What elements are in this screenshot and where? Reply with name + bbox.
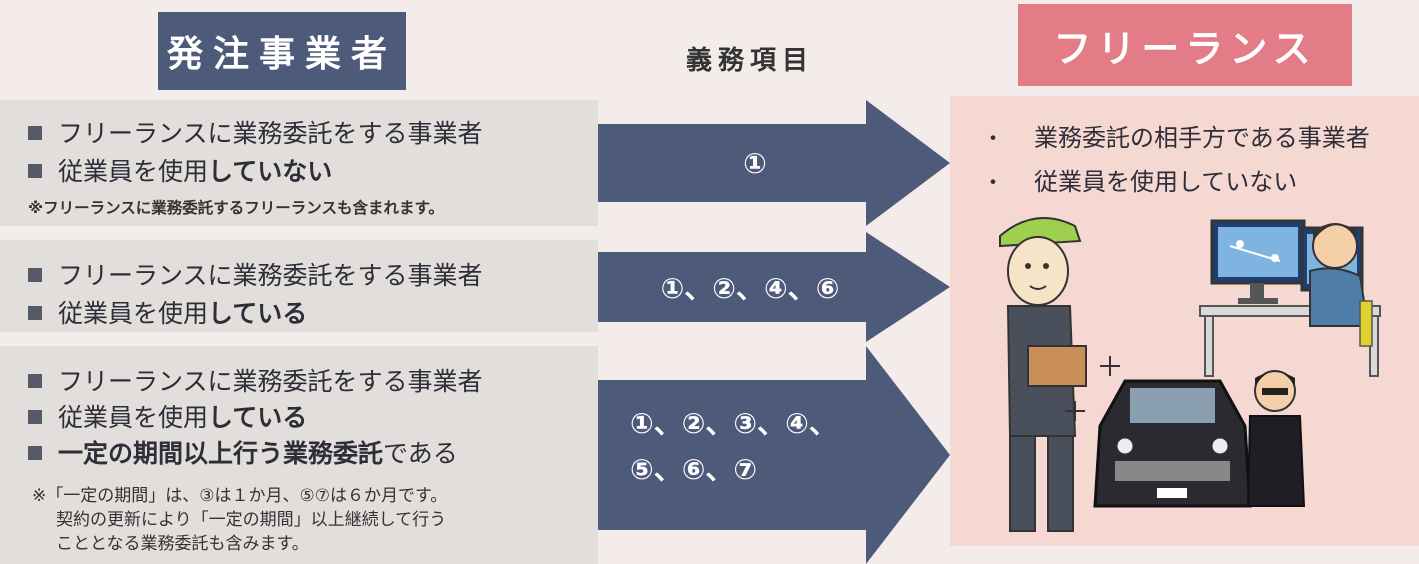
ordering-party-header: 発注事業者 bbox=[158, 12, 406, 90]
freelance-header: フリーランス bbox=[1018, 4, 1352, 86]
box2-line-1: フリーランスに業務委託をする事業者 bbox=[28, 256, 483, 292]
arrow-3-shape bbox=[598, 346, 950, 564]
square-bullet-icon bbox=[28, 126, 42, 140]
square-bullet-icon bbox=[28, 446, 42, 460]
square-bullet-icon bbox=[28, 410, 42, 424]
freelance-item-text: 従業員を使用していない bbox=[1034, 168, 1298, 196]
line-text: 従業員を使用 bbox=[58, 157, 209, 186]
line-text: 従業員を使用 bbox=[58, 403, 209, 432]
box3-note-line-2: 契約の更新により「一定の期間」以上継続して行う bbox=[56, 510, 447, 530]
arrow-2-shape bbox=[598, 232, 950, 342]
line-text: フリーランスに業務委託をする事業者 bbox=[58, 261, 483, 290]
square-bullet-icon bbox=[28, 374, 42, 388]
line-bold-text: 一定の期間以上行う業務委託 bbox=[58, 439, 384, 468]
box3-note-line-1: ※「一定の期間」は、③は１か月、⑤⑦は６か月です。 bbox=[32, 486, 448, 506]
sparkle-icon bbox=[1065, 356, 1120, 421]
ordering-party-box-3: フリーランスに業務委託をする事業者 従業員を使用している 一定の期間以上行う業務… bbox=[0, 346, 598, 564]
line-text: フリーランスに業務委託をする事業者 bbox=[58, 367, 483, 396]
delivery-worker-icon bbox=[999, 217, 1087, 532]
freelance-item-2: ・ 従業員を使用していない bbox=[982, 162, 1297, 197]
arrow-3-label-line-1: ①、②、③、④、 bbox=[630, 407, 837, 440]
box3-line-3: 一定の期間以上行う業務委託である bbox=[28, 434, 458, 470]
box3-line-1: フリーランスに業務委託をする事業者 bbox=[28, 362, 483, 398]
desk-worker-icon bbox=[1199, 219, 1381, 377]
freelancer-illustration bbox=[999, 217, 1381, 532]
line-bold-text: していない bbox=[208, 157, 333, 186]
box2-line-2: 従業員を使用している bbox=[28, 294, 307, 330]
arrow-2-label: ①、②、④、⑥ bbox=[660, 272, 840, 305]
box1-line-2: 従業員を使用していない bbox=[28, 152, 332, 188]
square-bullet-icon bbox=[28, 306, 42, 320]
bullet-dot: ・ bbox=[982, 127, 1005, 152]
line-bold-text: している bbox=[208, 299, 308, 328]
square-bullet-icon bbox=[28, 164, 42, 178]
arrow-1-shape bbox=[598, 100, 950, 226]
taxi-car-icon bbox=[1093, 379, 1252, 508]
arrow-3-label-line-2: ⑤、⑥、⑦ bbox=[630, 453, 758, 486]
square-bullet-icon bbox=[28, 268, 42, 282]
bullet-dot: ・ bbox=[982, 171, 1005, 196]
box3-note-line-3: こととなる業務委託も含みます。 bbox=[56, 534, 309, 554]
line-text: フリーランスに業務委託をする事業者 bbox=[58, 119, 483, 148]
driver-icon bbox=[1246, 370, 1306, 507]
ordering-party-box-2: フリーランスに業務委託をする事業者 従業員を使用している bbox=[0, 240, 598, 332]
line-bold-text: している bbox=[208, 403, 308, 432]
line-text: 従業員を使用 bbox=[58, 299, 209, 328]
box1-note: ※フリーランスに業務委託するフリーランスも含まれます。 bbox=[28, 199, 444, 217]
freelance-item-1: ・ 業務委託の相手方である事業者 bbox=[982, 118, 1370, 153]
arrow-1-label: ① bbox=[743, 146, 767, 180]
box3-line-2: 従業員を使用している bbox=[28, 398, 307, 434]
ordering-party-box-1: フリーランスに業務委託をする事業者 従業員を使用していない ※フリーランスに業務… bbox=[0, 100, 598, 226]
obligations-header: 義務項目 bbox=[685, 45, 814, 76]
line-text: である bbox=[383, 439, 458, 468]
box1-line-1: フリーランスに業務委託をする事業者 bbox=[28, 114, 483, 150]
freelance-item-text: 業務委託の相手方である事業者 bbox=[1034, 124, 1370, 152]
freelance-box: ・業務委託の相手方である事業者 ・従業員を使用していない bbox=[950, 96, 1419, 546]
